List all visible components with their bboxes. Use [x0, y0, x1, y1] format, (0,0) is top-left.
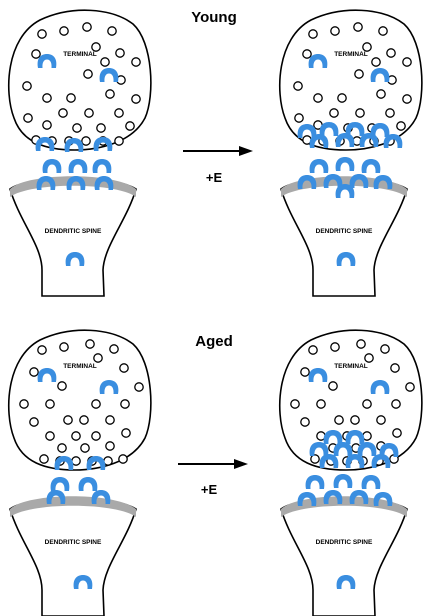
aged-condition-label: +E — [201, 482, 218, 497]
terminal-label: TERMINAL — [334, 363, 368, 370]
terminal-label: TERMINAL — [334, 51, 368, 58]
vesicle-group — [22, 22, 141, 146]
spine-label: DENDRITIC SPINE — [316, 228, 373, 235]
aged-arrow — [177, 458, 249, 470]
terminal-label: TERMINAL — [63, 51, 97, 58]
young-arrow — [182, 145, 254, 157]
young-section: Young TERMINAL DENDRITIC SPINE — [7, 9, 423, 297]
presynaptic-terminal — [7, 329, 152, 471]
young-estrogen-synapse: TERMINAL DENDRITIC SPINE — [278, 9, 423, 297]
spine-label: DENDRITIC SPINE — [316, 539, 373, 546]
dendritic-spine — [9, 495, 137, 616]
vesicle-group — [19, 339, 144, 466]
aged-baseline-synapse: TERMINAL DENDRITIC SPINE — [7, 329, 152, 616]
aged-heading: Aged — [195, 333, 233, 350]
dendritic-spine — [9, 175, 137, 297]
aged-estrogen-synapse: TERMINAL DENDRITIC SPINE — [278, 329, 423, 616]
terminal-label: TERMINAL — [63, 363, 97, 370]
aged-section: Aged TERMINAL DENDRITIC SPINE — [7, 329, 423, 616]
young-condition-label: +E — [206, 170, 223, 185]
young-baseline-synapse: TERMINAL DENDRITIC SPINE — [7, 9, 152, 297]
spine-label: DENDRITIC SPINE — [45, 228, 102, 235]
dendritic-spine — [280, 175, 408, 297]
young-heading: Young — [191, 9, 237, 26]
dendritic-spine — [280, 495, 408, 616]
spine-label: DENDRITIC SPINE — [45, 539, 102, 546]
